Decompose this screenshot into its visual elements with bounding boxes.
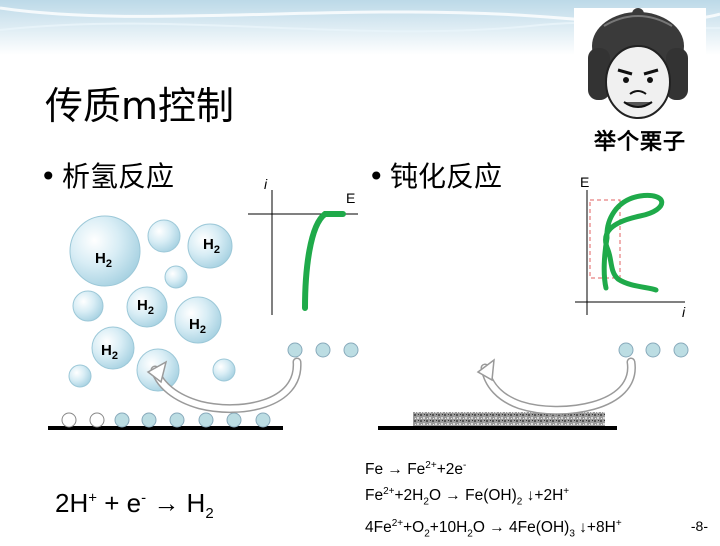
left-electrode	[48, 412, 283, 430]
right-axis-E-label: E	[580, 174, 590, 190]
meme-face-icon	[588, 8, 688, 119]
left-transport-arrow	[146, 357, 302, 414]
bullet-hydrogen-evolution: •析氢反应	[40, 160, 174, 194]
left-axis-E-label: E	[346, 190, 356, 206]
reaction-line: Fe → Fe2++2e-	[365, 460, 467, 479]
meme-caption: 举个栗子	[593, 130, 686, 155]
bullet-dot: •	[368, 160, 385, 193]
reaction-line: 4Fe2++O2+10H2O → 4Fe(OH)3 ↓+8H+	[365, 518, 622, 540]
right-axis-i-label: i	[682, 304, 686, 320]
right-transport-arrow	[476, 357, 636, 415]
hydrogen-bubbles	[68, 215, 236, 392]
right-electrode	[378, 412, 617, 430]
bubble-label: H2	[95, 250, 112, 270]
meme-image: 举个栗子	[574, 8, 706, 156]
bullet-passivation: •钝化反应	[368, 160, 502, 194]
slide-title: 传质m控制	[45, 84, 235, 128]
passivation-reactions: Fe → Fe2++2e- Fe2++2H2O → Fe(OH)2 ↓+2H+ …	[365, 455, 622, 546]
left-polarization-plot	[248, 190, 358, 315]
bullet-text: 析氢反应	[62, 160, 175, 193]
right-ions	[618, 342, 689, 358]
bubble-label: H2	[203, 236, 220, 256]
bubble-label: H2	[101, 342, 118, 362]
bubble-label: H2	[189, 316, 206, 336]
bullet-text: 钝化反应	[390, 160, 503, 193]
page-number: -8-	[690, 518, 708, 534]
bubble-label: H2	[137, 297, 154, 317]
left-ions	[287, 342, 359, 358]
hydrogen-evolution-equation: 2H+ + e- → H2	[55, 488, 214, 523]
bullet-dot: •	[40, 160, 57, 193]
right-polarization-plot	[575, 190, 685, 315]
left-axis-i-label: i	[264, 176, 268, 192]
reaction-line: Fe2++2H2O → Fe(OH)2 ↓+2H+	[365, 486, 570, 508]
